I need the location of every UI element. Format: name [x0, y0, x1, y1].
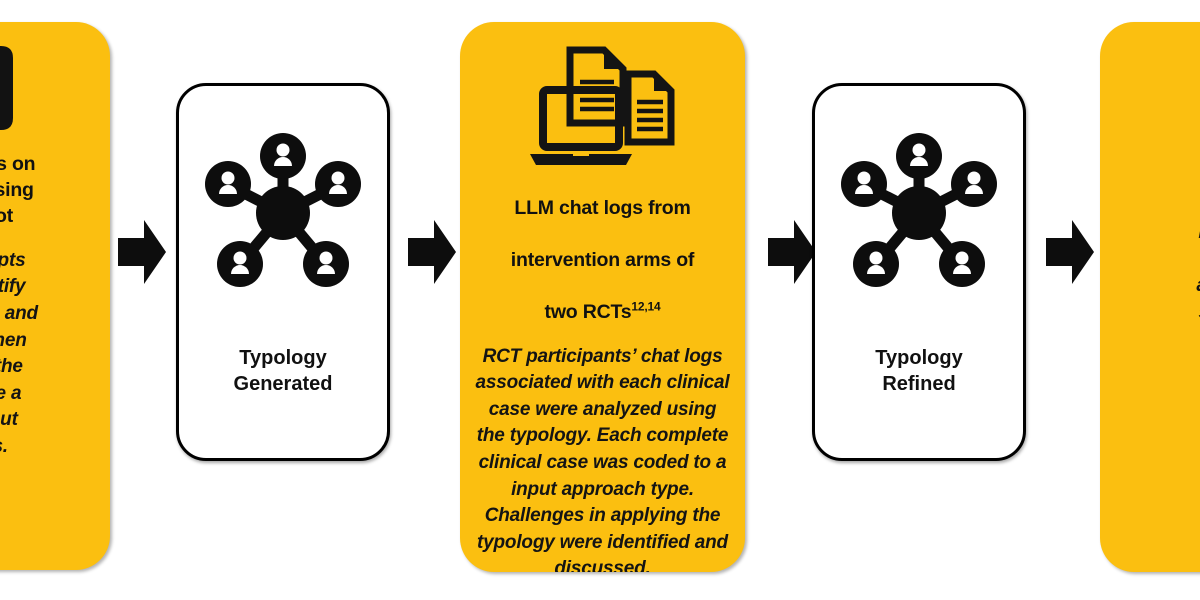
- stage-card-outcomes: Clinical o interven Each com from the ar…: [1100, 22, 1200, 572]
- stage-card-sources: views on es using tbot scripts dentify e…: [0, 22, 110, 570]
- card-body: scripts dentify egies and s when ith the…: [0, 249, 38, 457]
- card-title-line3: two RCTs: [544, 300, 632, 323]
- stage-card-typology-refined: Typology Refined: [812, 83, 1026, 461]
- arrow-right-icon: [118, 218, 166, 286]
- card-label: Typology Refined: [875, 347, 963, 395]
- bar-chart-icon: [1114, 38, 1200, 150]
- card-body: Each com from the arms were score and a …: [1196, 220, 1200, 353]
- card-title-line2: intervention arms of: [510, 248, 695, 271]
- arrow-right-icon: [1046, 218, 1094, 286]
- network-people-icon: [825, 108, 1013, 318]
- card-label: Typology Generated: [233, 347, 333, 395]
- speech-bubble-icon: [0, 40, 87, 152]
- card-title-superscript: 12,14: [631, 299, 661, 314]
- card-title: LLM chat logs from intervention arms of …: [510, 170, 695, 326]
- card-body: RCT participants’ chat logs associated w…: [475, 345, 730, 572]
- network-people-icon: [189, 108, 377, 318]
- arrow-right-icon: [768, 218, 816, 286]
- stage-card-chatlogs: LLM chat logs from intervention arms of …: [460, 22, 745, 572]
- stage-card-typology-generated: Typology Generated: [176, 83, 390, 461]
- card-title: views on es using tbot: [0, 153, 36, 227]
- card-title-line1: LLM chat logs from: [514, 196, 691, 219]
- laptop-documents-icon: [474, 38, 731, 170]
- arrow-right-icon: [408, 218, 456, 286]
